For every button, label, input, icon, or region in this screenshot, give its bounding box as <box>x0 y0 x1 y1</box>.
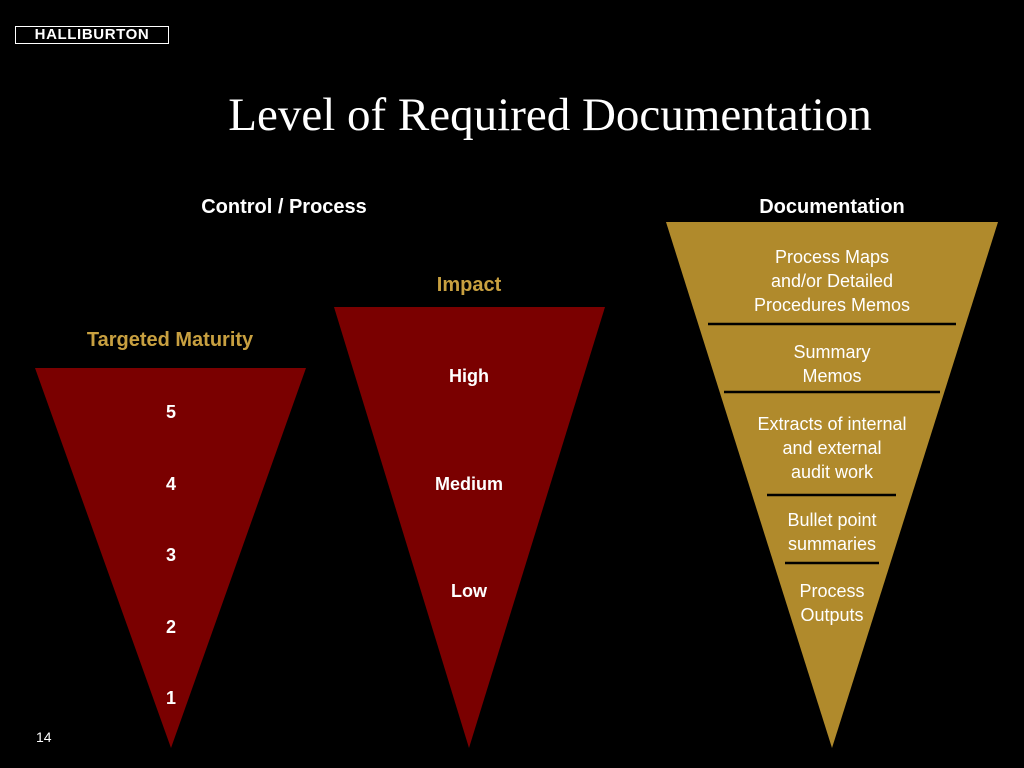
logo-text: HALLIBURTON <box>16 27 168 43</box>
documentation-triangle <box>666 222 998 748</box>
impact-level: High <box>449 366 489 386</box>
impact-triangle <box>334 307 605 748</box>
impact-level: Low <box>451 581 487 601</box>
maturity-level: 4 <box>165 474 177 494</box>
impact-level: Medium <box>434 474 504 494</box>
slide-title: Level of Required Documentation <box>228 89 872 141</box>
halliburton-logo: HALLIBURTON <box>15 26 169 44</box>
heading-control-process: Control / Process <box>201 196 367 218</box>
maturity-level: 2 <box>165 617 177 637</box>
heading-documentation: Documentation <box>759 196 905 218</box>
heading-impact: Impact <box>436 274 502 296</box>
heading-targeted-maturity: Targeted Maturity <box>86 329 254 351</box>
maturity-level: 1 <box>165 688 177 708</box>
maturity-level: 5 <box>165 402 177 422</box>
page-number: 14 <box>36 729 52 745</box>
maturity-level: 3 <box>165 545 177 565</box>
maturity-triangle <box>35 368 306 748</box>
